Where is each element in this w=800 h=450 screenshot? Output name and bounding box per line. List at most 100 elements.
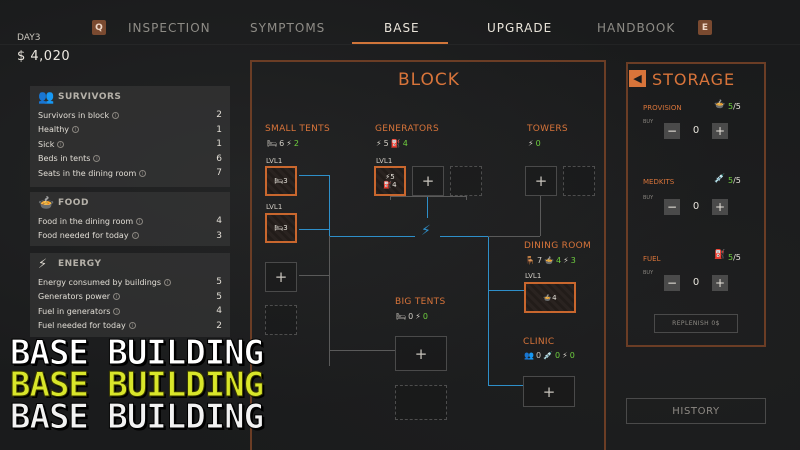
day-counter: DAY3 xyxy=(17,33,41,43)
medkits-plus-button[interactable]: + xyxy=(712,199,728,215)
nav-divider xyxy=(0,44,800,45)
stat-label: Sick xyxy=(38,139,55,149)
tab-upgrade[interactable]: UPGRADE xyxy=(487,21,553,35)
clinic-stats: 👥0 💉0 ⚡0 xyxy=(524,351,575,360)
small-tent-slot-1[interactable]: 🛏3 xyxy=(265,166,297,196)
medkits-minus-button[interactable]: − xyxy=(664,199,680,215)
stat-value: 6 xyxy=(216,153,222,164)
lightning-icon: ⚡ xyxy=(286,139,292,148)
food-header: 🍲 FOOD xyxy=(38,192,222,214)
syringe-icon: 💉 xyxy=(543,351,554,360)
q-key-hint[interactable]: Q xyxy=(92,20,106,35)
add-tower-button[interactable]: + xyxy=(525,166,557,196)
connector-line xyxy=(299,275,329,276)
stat-label: Beds in tents xyxy=(38,154,91,164)
generators-stats: ⚡5 ⛽4 xyxy=(376,139,408,148)
food-count: 4 xyxy=(556,256,562,265)
small-tents-title: SMALL TENTS xyxy=(265,124,330,134)
dining-room-title: DINING ROOM xyxy=(524,241,592,251)
energy-line xyxy=(329,175,330,236)
lightning-icon: ⚡ xyxy=(528,139,534,148)
energy-line xyxy=(299,175,329,176)
add-small-tent-button[interactable]: + xyxy=(265,262,297,292)
fuel-minus-button[interactable]: − xyxy=(664,275,680,291)
connector-line xyxy=(330,350,395,351)
info-icon[interactable]: i xyxy=(72,126,80,134)
add-clinic-button[interactable]: + xyxy=(523,376,575,407)
stat-label: Seats in the dining room xyxy=(38,168,137,178)
info-icon[interactable]: i xyxy=(139,169,147,177)
e-key-hint[interactable]: E xyxy=(698,20,712,35)
add-generator-button[interactable]: + xyxy=(412,166,444,196)
bed-icon: 🛏 xyxy=(267,139,278,148)
stat-label: Generators power xyxy=(38,292,111,302)
tab-base[interactable]: BASE xyxy=(384,21,420,35)
provision-minus-button[interactable]: − xyxy=(664,123,680,139)
seat-icon: 🪑 xyxy=(525,256,535,265)
dining-room-slot[interactable]: 🍲4 xyxy=(524,282,576,313)
info-icon[interactable]: i xyxy=(112,111,120,119)
connector-line xyxy=(540,196,541,236)
connector-line xyxy=(390,196,391,200)
generator-power: ⚡5 xyxy=(385,173,394,181)
count-max: /5 xyxy=(733,102,741,111)
syringe-icon: 💉 xyxy=(714,174,726,184)
tab-symptoms[interactable]: SYMPTOMS xyxy=(250,21,326,35)
lightning-icon: ⚡ xyxy=(562,351,568,360)
info-icon[interactable]: i xyxy=(93,155,101,163)
count-max: /5 xyxy=(733,176,741,185)
back-arrow-icon[interactable]: ◀ xyxy=(629,70,646,87)
stat-value: 4 xyxy=(216,216,222,227)
lightning-icon: ⚡ xyxy=(385,173,391,181)
replenish-button[interactable]: REPLENISH 0$ xyxy=(654,314,738,333)
stat-label: Food in the dining room xyxy=(38,216,134,226)
towers-stats: ⚡0 xyxy=(528,139,541,148)
provision-plus-button[interactable]: + xyxy=(712,123,728,139)
empty-slot xyxy=(450,166,482,196)
energy-count: 0 xyxy=(569,351,575,360)
stat-value: 5 xyxy=(216,277,222,288)
info-icon[interactable]: i xyxy=(164,278,172,286)
energy-header: ⚡ ENERGY xyxy=(38,253,222,275)
info-icon[interactable]: i xyxy=(131,232,139,240)
fuel-qty: 0 xyxy=(692,277,700,288)
beds-count: 0 xyxy=(408,312,414,321)
info-icon[interactable]: i xyxy=(57,140,65,148)
count-value: 5 xyxy=(728,253,734,262)
generator-fuel: ⛽4 xyxy=(383,181,396,189)
level-label: LVL1 xyxy=(266,203,283,211)
stat-value: 3 xyxy=(216,230,222,241)
stat-label: Fuel needed for today xyxy=(38,321,126,331)
fuel-count: 4 xyxy=(402,139,408,148)
info-icon[interactable]: i xyxy=(113,293,121,301)
stat-value: 2 xyxy=(216,110,222,121)
fuel-plus-button[interactable]: + xyxy=(712,275,728,291)
survivors-header: 👥 SURVIVORS xyxy=(38,86,222,108)
tab-handbook[interactable]: HANDBOOK xyxy=(597,21,676,35)
food-title: FOOD xyxy=(58,198,89,208)
people-icon: 👥 xyxy=(38,89,55,105)
small-tent-slot-2[interactable]: 🛏3 xyxy=(265,213,297,243)
towers-energy: 0 xyxy=(535,139,541,148)
empty-slot xyxy=(265,305,297,335)
bed-icon: 🛏 xyxy=(396,312,407,321)
lightning-icon: ⚡ xyxy=(415,312,421,321)
info-icon[interactable]: i xyxy=(128,322,136,330)
add-big-tent-button[interactable]: + xyxy=(395,336,447,371)
info-icon[interactable]: i xyxy=(136,217,144,225)
fuel-label: FUEL xyxy=(643,255,661,263)
generator-slot[interactable]: ⚡5 ⛽4 xyxy=(374,166,406,196)
big-tents-title: BIG TENTS xyxy=(395,297,446,307)
info-icon[interactable]: i xyxy=(113,307,121,315)
history-button[interactable]: HISTORY xyxy=(626,398,766,424)
level-label: LVL1 xyxy=(525,272,542,280)
energy-line xyxy=(440,236,488,237)
tab-inspection[interactable]: INSPECTION xyxy=(128,21,211,35)
